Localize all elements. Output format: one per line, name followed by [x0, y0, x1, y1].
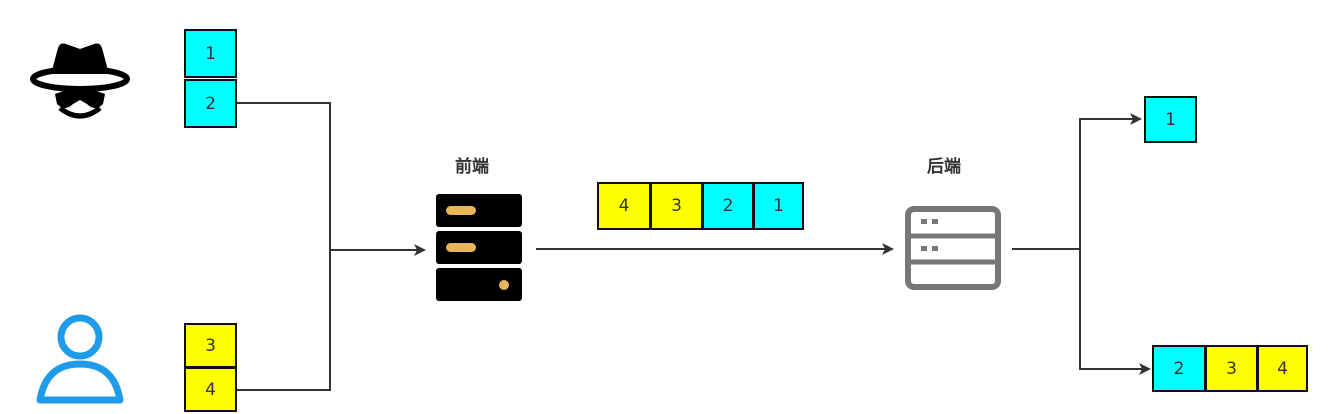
backend-server-icon: [905, 206, 1001, 290]
frontend-server-icon: [436, 194, 522, 301]
backend-output-packet: 4: [1257, 345, 1308, 392]
merged-packet: 2: [702, 182, 754, 230]
backend-label: 后端: [927, 157, 961, 177]
merged-packet: 4: [597, 182, 651, 230]
user-packet: 4: [184, 367, 237, 412]
frontend-label: 前端: [455, 157, 489, 177]
arrow-to-output-top: [1079, 113, 1142, 249]
arrow-to-output-bottom: [1079, 249, 1151, 375]
user-packet: 3: [184, 323, 237, 368]
merged-packet: 3: [650, 182, 703, 230]
attacker-packet: 2: [184, 79, 237, 128]
attacker-packet: 1: [184, 29, 237, 78]
attacker-connector: [236, 102, 331, 250]
backend-output-packet: 2: [1152, 345, 1206, 392]
backend-output-packet: 1: [1144, 96, 1197, 143]
merged-packet: 1: [753, 182, 804, 230]
user-icon: [36, 314, 124, 404]
attacker-icon: [30, 43, 130, 119]
user-connector: [236, 250, 331, 391]
backend-output-packet: 3: [1205, 345, 1258, 392]
